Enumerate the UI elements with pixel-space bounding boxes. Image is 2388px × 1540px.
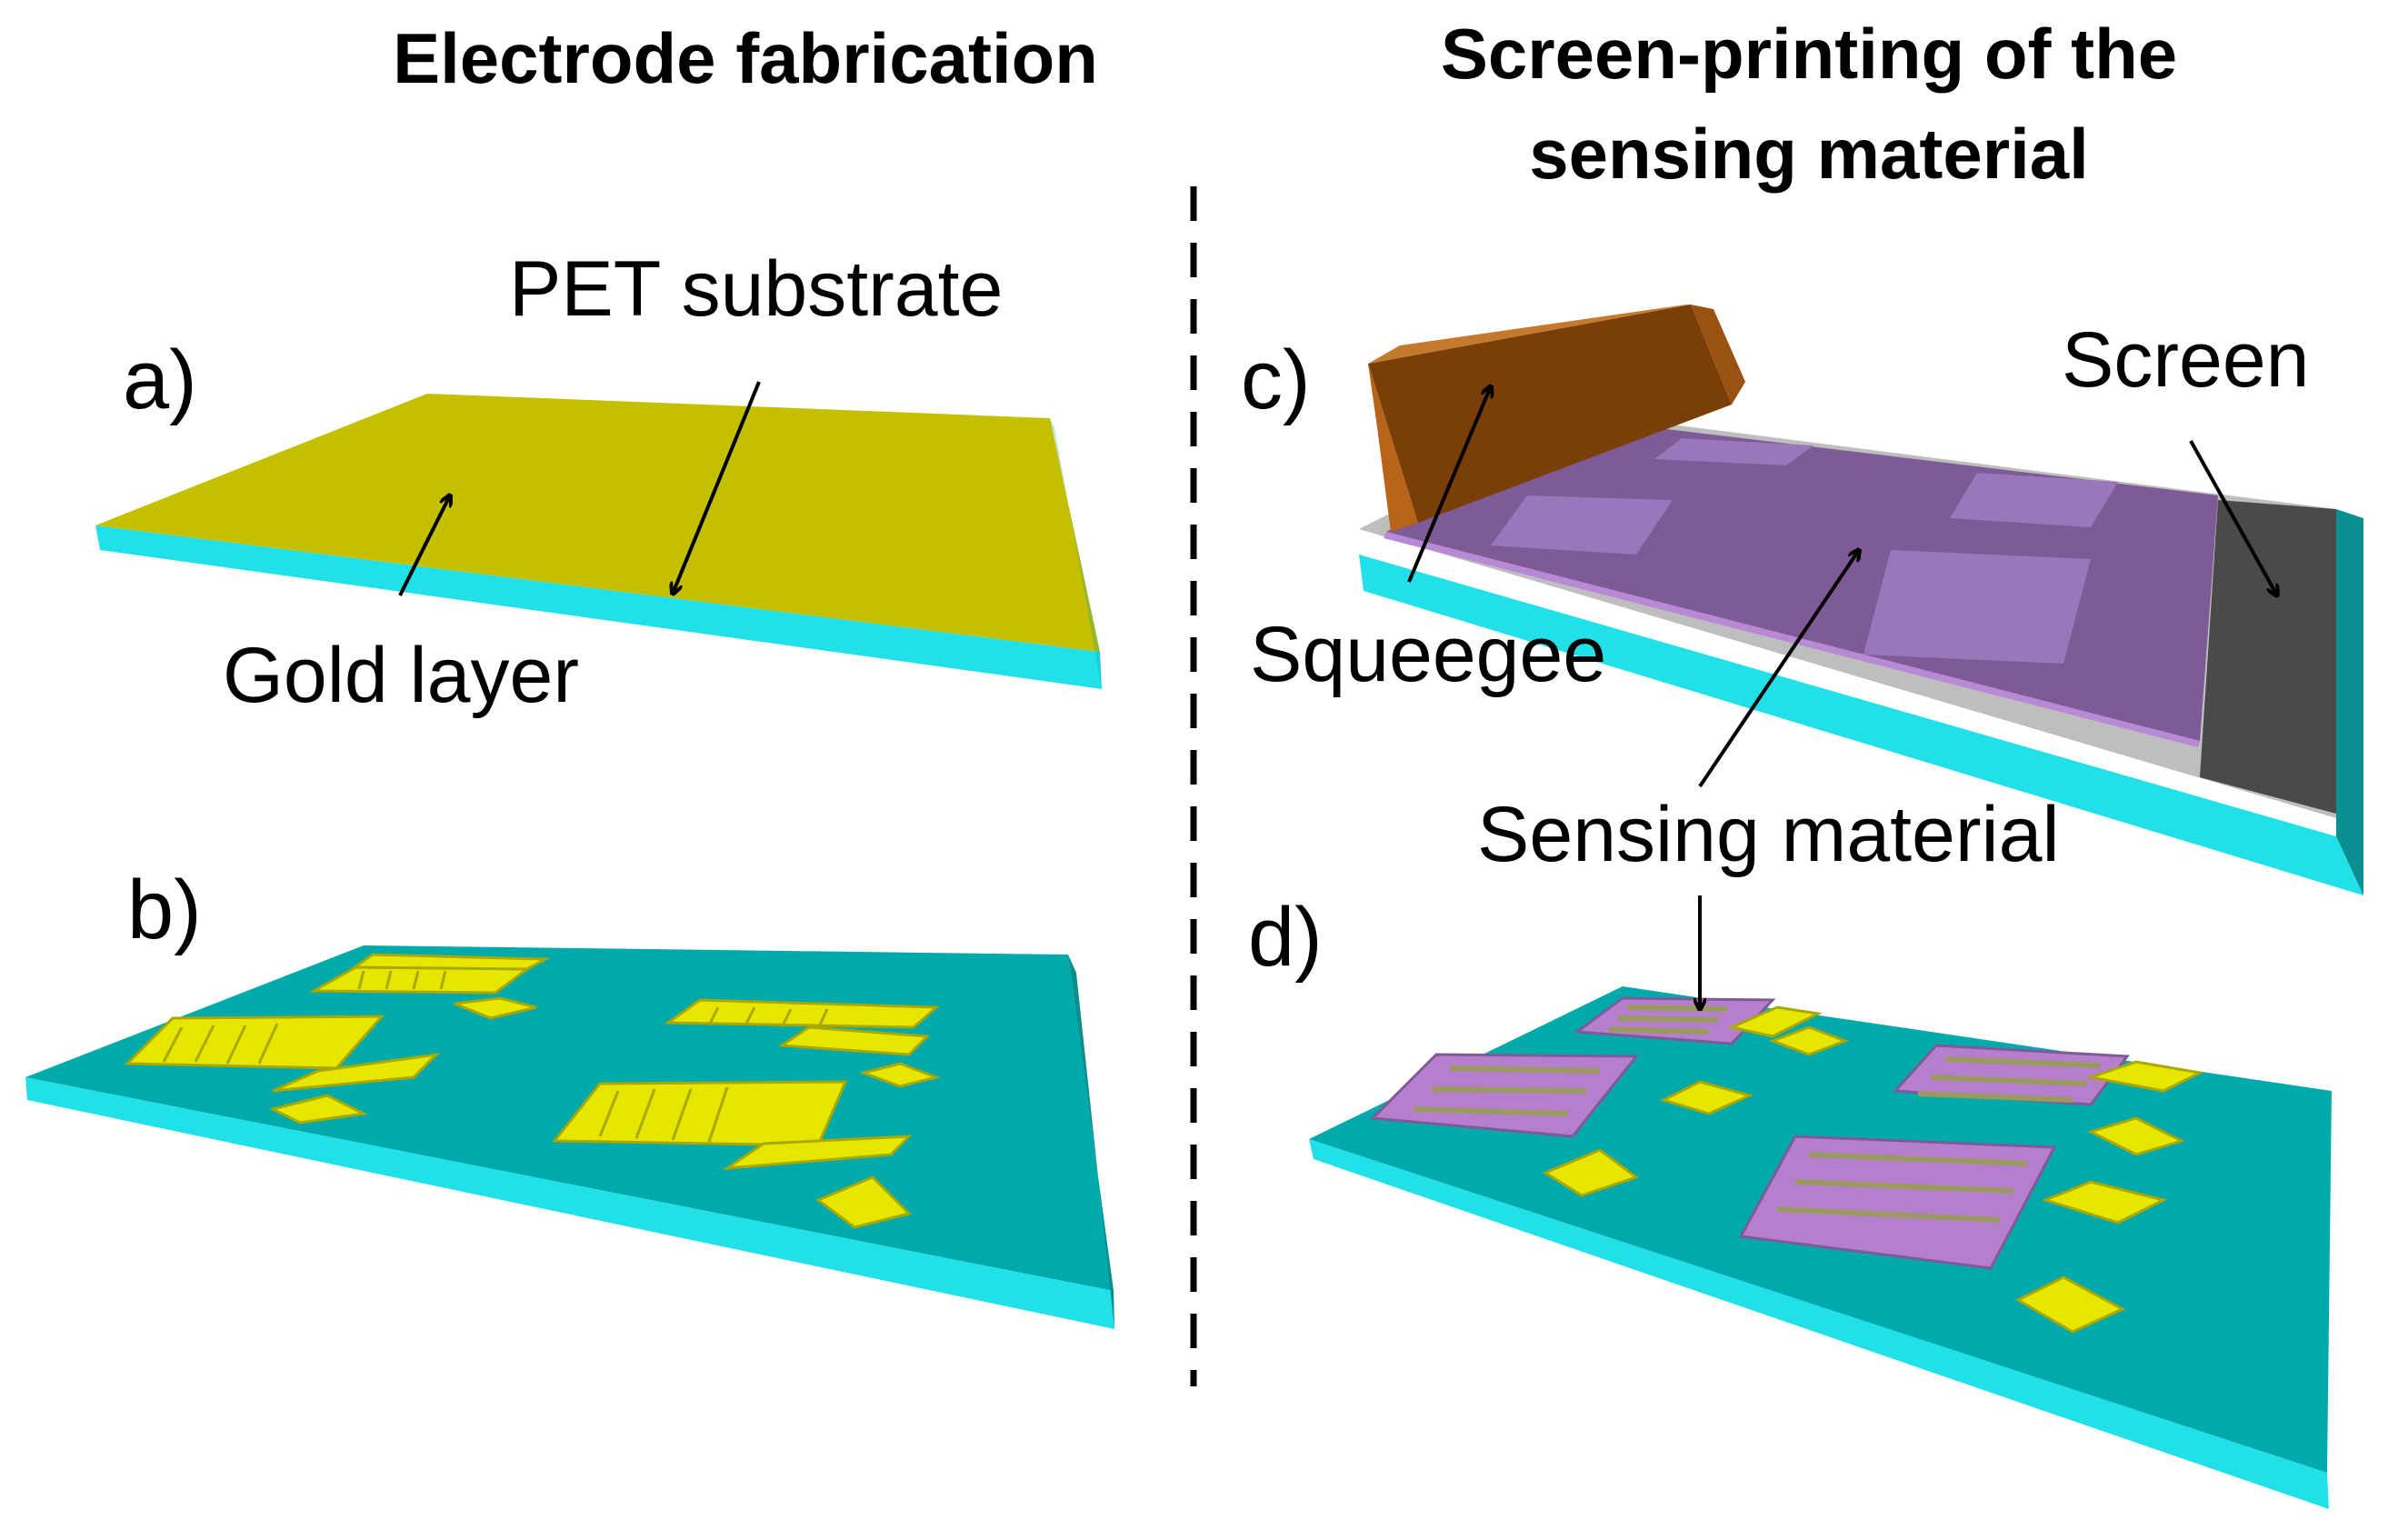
panel-label-c: c) (1241, 334, 1311, 426)
gold-layer-film (95, 394, 1100, 652)
panel-b-electrode-fingers (162, 970, 829, 1143)
panel-label-b: b) (127, 864, 202, 956)
heading-electrode-fabrication: Electrode fabrication (393, 18, 1098, 98)
arrow-screen (2189, 440, 2277, 595)
panel-label-a: a) (123, 334, 197, 426)
arrow-sensing-material-c (1698, 550, 1859, 788)
panel-label-d: d) (1248, 891, 1323, 984)
panel-d-electrode-traces (1413, 1005, 2101, 1223)
panel-d-contact-pads (1542, 1005, 2204, 1334)
label-gold-layer: Gold layer (223, 632, 579, 719)
arrow-gold-layer (398, 495, 450, 596)
squeegee-bar (1368, 305, 1745, 532)
sensing-pad-4 (1738, 1135, 2057, 1270)
panel-c-screen-mesh (1384, 420, 2218, 747)
panel-d-sensing-pads (1369, 996, 2130, 1270)
arrow-squeegee (1407, 386, 1491, 583)
arrow-pet-substrate (673, 381, 761, 594)
label-squeegee: Squeegee (1250, 611, 1607, 698)
screen-dark-frame (2200, 500, 2336, 814)
sensing-pad-2 (1369, 1053, 1640, 1138)
heading-screen-printing-line1: Screen-printing of the (1440, 14, 2178, 94)
label-pet-substrate: PET substrate (509, 245, 1004, 333)
heading-screen-printing-line2: sensing material (1529, 114, 2089, 194)
panel-b-electrodes (124, 953, 942, 1229)
label-screen: Screen (2062, 316, 2310, 404)
panel-a-substrate (95, 394, 1102, 689)
panel-c-substrate (1359, 509, 2363, 895)
label-sensing-material: Sensing material (1477, 791, 2060, 878)
